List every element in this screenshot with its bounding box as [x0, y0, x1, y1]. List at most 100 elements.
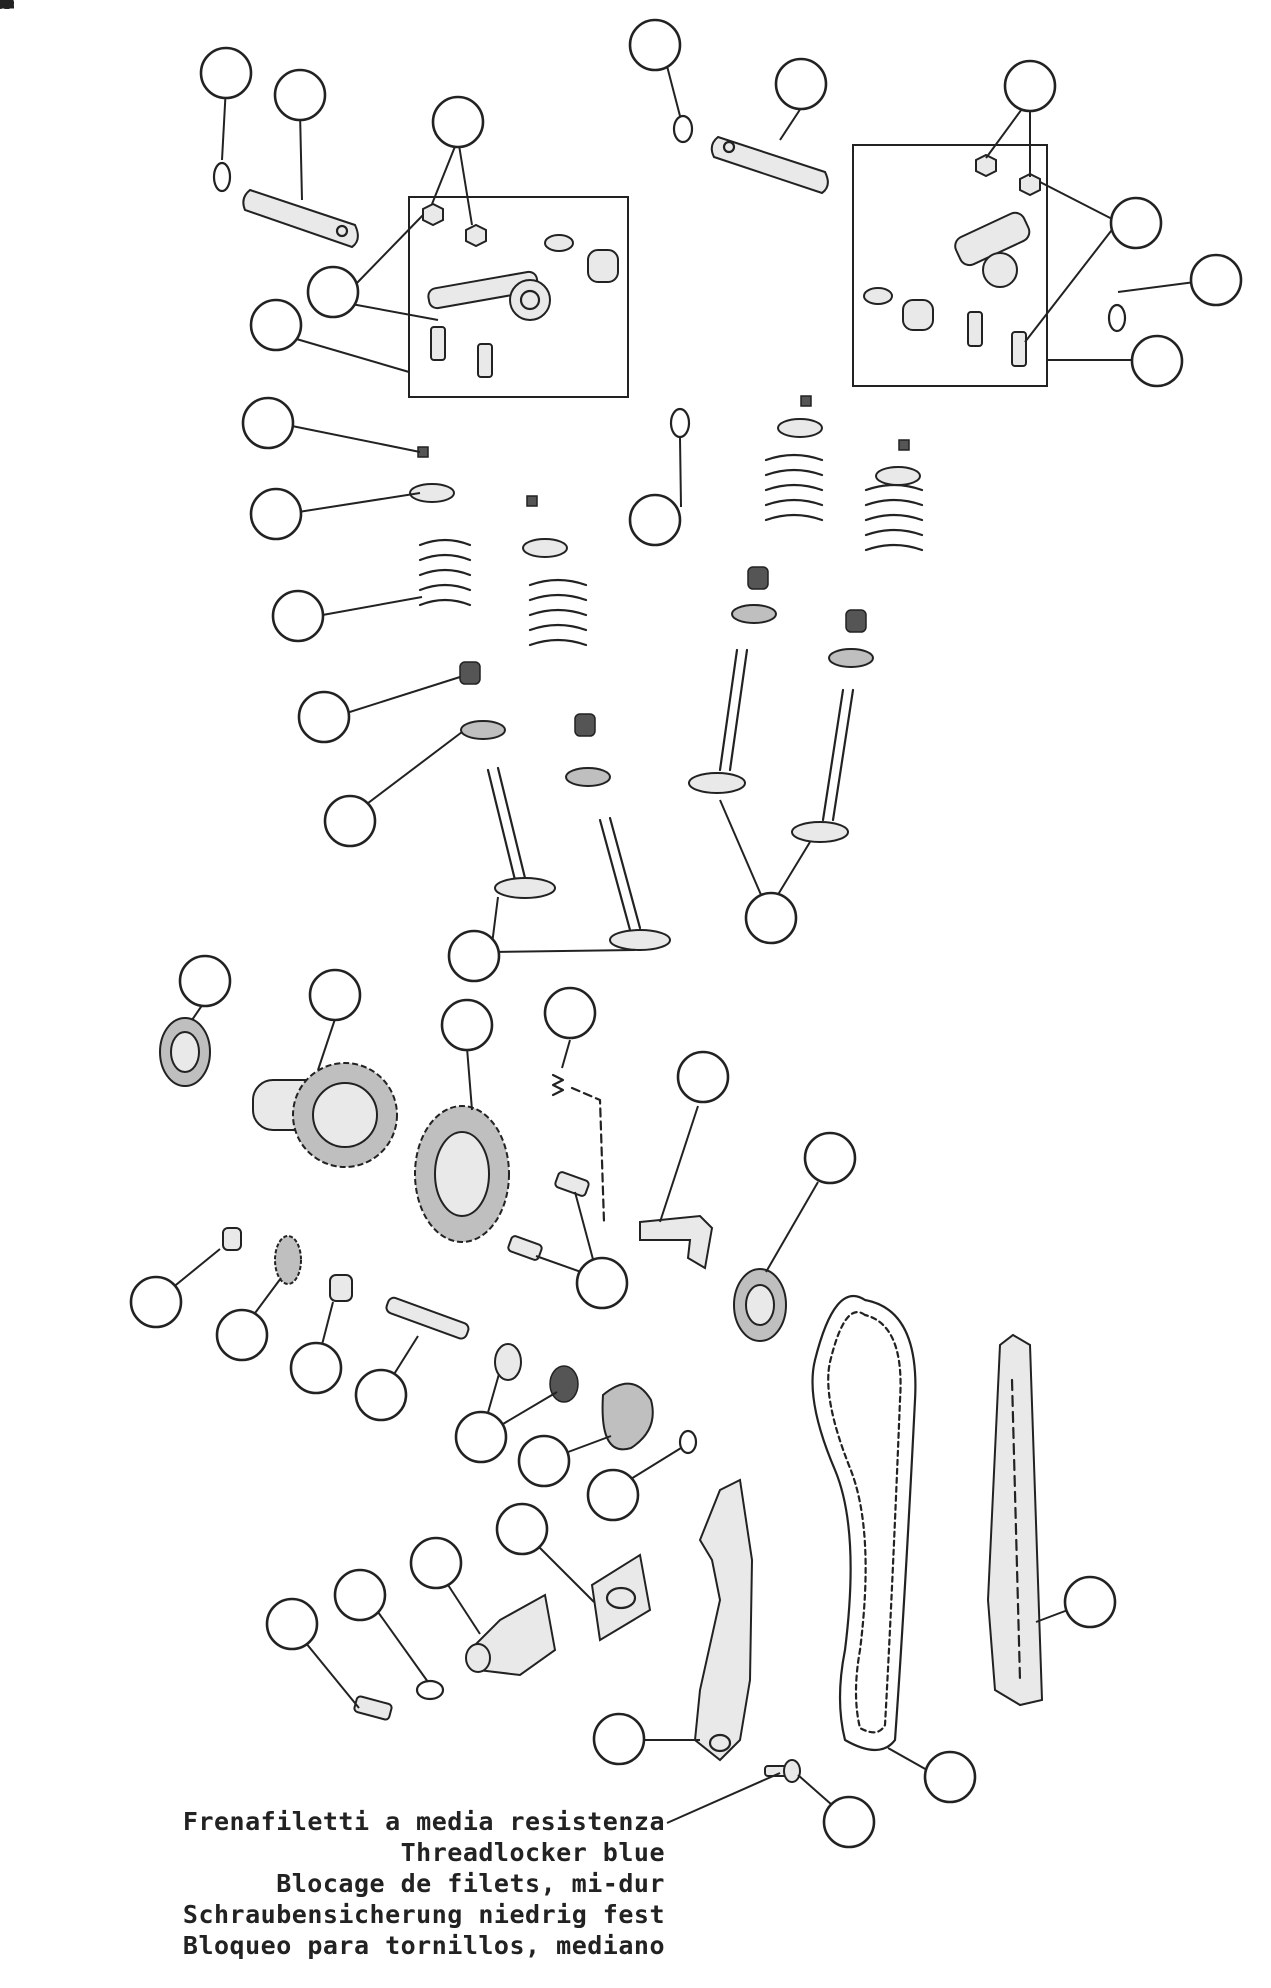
callout-27: 27	[0, 0, 640, 1522]
guide-rail-35	[986, 1333, 1044, 1707]
svg-text:13: 13	[0, 0, 15, 15]
callout-32: 32	[0, 0, 646, 1766]
svg-text:9: 9	[0, 0, 8, 15]
svg-text:32: 32	[0, 0, 15, 15]
leader-lines	[154, 65, 1196, 1824]
o-ring-parts	[212, 114, 1127, 439]
svg-text:2: 2	[0, 0, 8, 15]
svg-text:17: 17	[0, 0, 15, 15]
chain-guide-32	[693, 1478, 754, 1762]
svg-text:13: 13	[0, 0, 15, 15]
svg-text:4: 4	[0, 0, 8, 15]
spring-18-and-lever-19	[551, 1073, 714, 1270]
svg-text:22: 22	[0, 0, 15, 15]
note-line-it: Frenafiletti a media resistenza	[182, 1807, 665, 1836]
svg-text:34: 34	[0, 0, 15, 15]
rocker-shaft-right	[710, 135, 829, 195]
callout-30: 30	[0, 0, 387, 1622]
svg-text:16: 16	[0, 0, 15, 15]
valves	[486, 648, 855, 951]
rocker-shaft-left	[242, 188, 359, 249]
svg-text:1: 1	[0, 0, 8, 15]
screw-33	[764, 1759, 801, 1783]
svg-text:29: 29	[0, 0, 15, 15]
callout-12b: 12	[0, 0, 682, 547]
bearing-20	[733, 1268, 787, 1342]
rocker-arm-kit-box-left	[408, 196, 629, 398]
callout-22: 22	[0, 0, 269, 1362]
svg-text:10: 10	[0, 0, 15, 15]
svg-text:25: 25	[0, 0, 15, 15]
callout-13b: 13	[0, 0, 828, 111]
svg-text:19: 19	[0, 0, 15, 15]
callout-35: 35	[0, 0, 1117, 1629]
callout-9: 9	[0, 0, 1184, 388]
bearing-14	[159, 1017, 211, 1087]
callout-21: 21	[0, 0, 183, 1329]
callout-12d: 12	[0, 0, 1243, 307]
note-line-en: Threadlocker blue	[400, 1838, 665, 1867]
callout-13: 13	[0, 0, 327, 122]
svg-text:21: 21	[0, 0, 15, 15]
timing-chain-34	[811, 1294, 917, 1752]
callout-34: 34	[0, 0, 977, 1804]
svg-text:26: 26	[0, 0, 15, 15]
callout-15: 15	[0, 0, 362, 1022]
svg-text:12: 12	[0, 0, 15, 15]
spring-retainers	[409, 395, 921, 558]
valve-seals-and-seats	[459, 566, 874, 787]
callout-1: 1	[0, 0, 501, 983]
svg-text:27: 27	[0, 0, 15, 15]
callout-10: 10	[0, 0, 360, 319]
svg-text:20: 20	[0, 0, 15, 15]
callout-4: 4	[0, 0, 351, 744]
callout-25: 25	[0, 0, 508, 1464]
svg-text:7: 7	[0, 0, 8, 15]
svg-text:11: 11	[0, 0, 15, 15]
callout-17: 17	[0, 0, 629, 1310]
svg-text:11: 11	[0, 0, 15, 15]
svg-text:33: 33	[0, 0, 15, 15]
note-line-fr: Blocage de filets, mi-dur	[276, 1869, 665, 1898]
callout-31: 31	[0, 0, 319, 1651]
callout-26: 26	[0, 0, 571, 1488]
gear-16	[414, 1105, 510, 1243]
rocker-arm-kit-box-right	[852, 144, 1048, 387]
rocker-arm-left	[422, 202, 619, 378]
callout-2: 2	[0, 0, 798, 945]
svg-text:15: 15	[0, 0, 15, 15]
callout-14: 14	[0, 0, 232, 1008]
callout-23: 23	[0, 0, 343, 1395]
callout-12: 12	[0, 0, 253, 100]
rocker-arm-right	[863, 153, 1041, 367]
callout-11: 11	[0, 0, 485, 149]
callout-29: 29	[0, 0, 463, 1590]
svg-text:12: 12	[0, 0, 15, 15]
callout-8: 8	[0, 0, 303, 352]
callout-24: 24	[0, 0, 408, 1422]
callout-19: 19	[0, 0, 730, 1104]
svg-text:23: 23	[0, 0, 15, 15]
callout-10b: 10	[0, 0, 1163, 250]
svg-text:3: 3	[0, 0, 8, 15]
svg-text:12: 12	[0, 0, 15, 15]
pump-parts-21-27	[222, 1227, 698, 1455]
callout-6: 6	[0, 0, 303, 541]
svg-text:18: 18	[0, 0, 15, 15]
svg-text:30: 30	[0, 0, 15, 15]
bolts-17	[507, 1171, 590, 1261]
svg-text:5: 5	[0, 0, 8, 15]
callout-33: 33	[0, 0, 876, 1849]
camshaft-15	[252, 1062, 398, 1168]
callout-18: 18	[0, 0, 597, 1040]
svg-text:24: 24	[0, 0, 15, 15]
svg-text:6: 6	[0, 0, 8, 15]
threadlocker-note: Frenafiletti a media resistenza Threadlo…	[183, 1806, 665, 1961]
callout-12c: 12	[0, 0, 682, 72]
callout-5: 5	[0, 0, 325, 643]
svg-text:8: 8	[0, 0, 8, 15]
callout-11b: 11	[0, 0, 1057, 113]
svg-text:28: 28	[0, 0, 15, 15]
svg-text:35: 35	[0, 0, 15, 15]
